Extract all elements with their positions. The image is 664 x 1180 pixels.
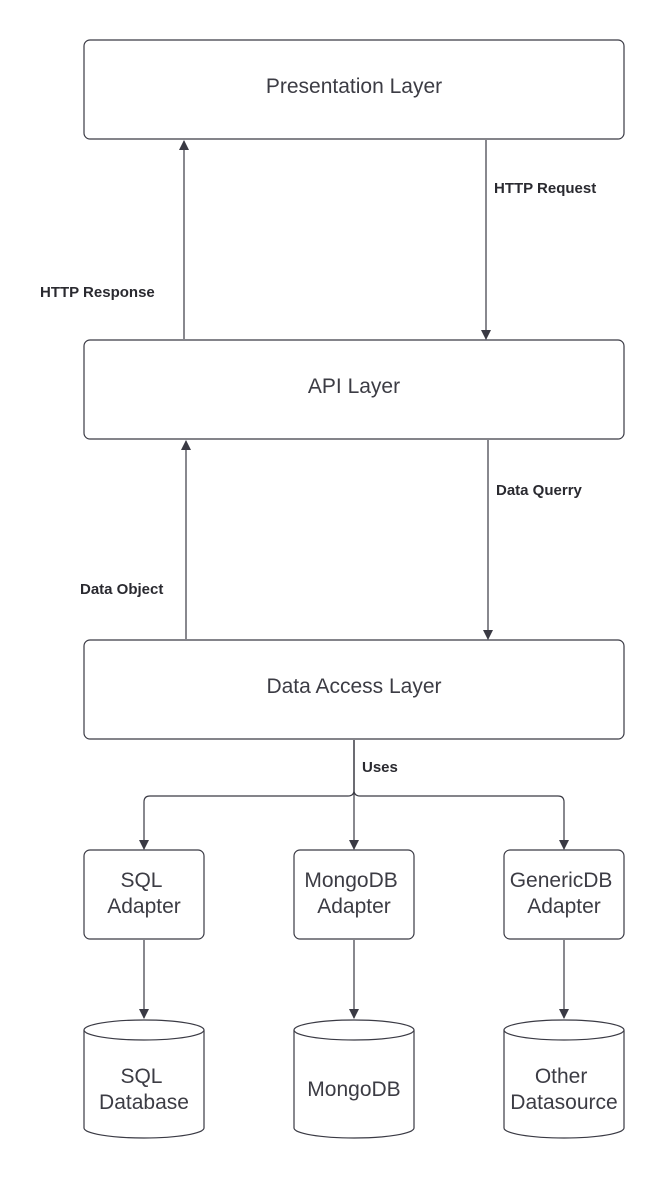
http-request-label: HTTP Request [494, 180, 596, 197]
mongodb-adapter-label-line-2: Adapter [317, 895, 391, 918]
sql-database-body [83, 1030, 205, 1139]
api-layer-box [83, 339, 625, 440]
presentation-layer-node: Presentation Layer [83, 39, 625, 140]
sql-adapter-label: SQL Adapter [107, 869, 181, 918]
sql-adapter-label-line-1: SQL [120, 869, 161, 892]
other-datasource-body [503, 1030, 625, 1139]
sql-adapter-node: SQL Adapter [83, 849, 205, 940]
sql-adapter-box [83, 849, 205, 940]
http-response-label: HTTP Response [40, 284, 155, 301]
mongodb-adapter-box [293, 849, 415, 940]
genericdb-adapter-label: GenericDB Adapter [510, 869, 619, 918]
genericdb-adapter-label-line-1: GenericDB [510, 869, 613, 892]
mongodb-label: MongoDB [307, 1078, 400, 1101]
uses-to-genericdb-adapter-arrow [353, 740, 569, 850]
genericdb-adapter-node: GenericDB Adapter [503, 849, 625, 940]
sql-adapter-label-line-2: Adapter [107, 895, 181, 918]
other-datasource-label-line-1: Other [535, 1065, 588, 1088]
mongodb-adapter-label-line-1: MongoDB [304, 869, 397, 892]
mongodb-top [293, 1019, 415, 1041]
mongodb-adapter-label: MongoDB Adapter [304, 869, 403, 918]
data-access-layer-label: Data Access Layer [266, 675, 441, 698]
sql-database-label-line-1: SQL [120, 1065, 161, 1088]
data-object-label: Data Object [80, 581, 163, 598]
api-layer-node: API Layer [83, 339, 625, 440]
other-datasource-cylinder: Other Datasource [503, 1019, 625, 1139]
sql-database-label-line-2: Database [99, 1091, 189, 1114]
data-query-label: Data Querry [496, 482, 583, 499]
other-datasource-top [503, 1019, 625, 1041]
presentation-layer-label: Presentation Layer [266, 75, 442, 98]
genericdb-adapter-label-line-2: Adapter [527, 895, 601, 918]
genericdb-adapter-box [503, 849, 625, 940]
mongodb-body [293, 1030, 415, 1139]
uses-to-sql-adapter-arrow [139, 740, 355, 850]
presentation-layer-box [83, 39, 625, 140]
mongodb-adapter-node: MongoDB Adapter [293, 849, 415, 940]
other-datasource-label: Other Datasource [510, 1065, 617, 1114]
sql-database-cylinder: SQL Database [83, 1019, 205, 1139]
uses-label: Uses [362, 759, 398, 776]
mongodb-cylinder: MongoDB [293, 1019, 415, 1139]
api-layer-label: API Layer [308, 375, 400, 398]
data-access-layer-node: Data Access Layer [83, 639, 625, 740]
sql-database-top [83, 1019, 205, 1041]
data-access-layer-box [83, 639, 625, 740]
sql-database-label: SQL Database [99, 1065, 189, 1114]
other-datasource-label-line-2: Datasource [510, 1091, 617, 1114]
